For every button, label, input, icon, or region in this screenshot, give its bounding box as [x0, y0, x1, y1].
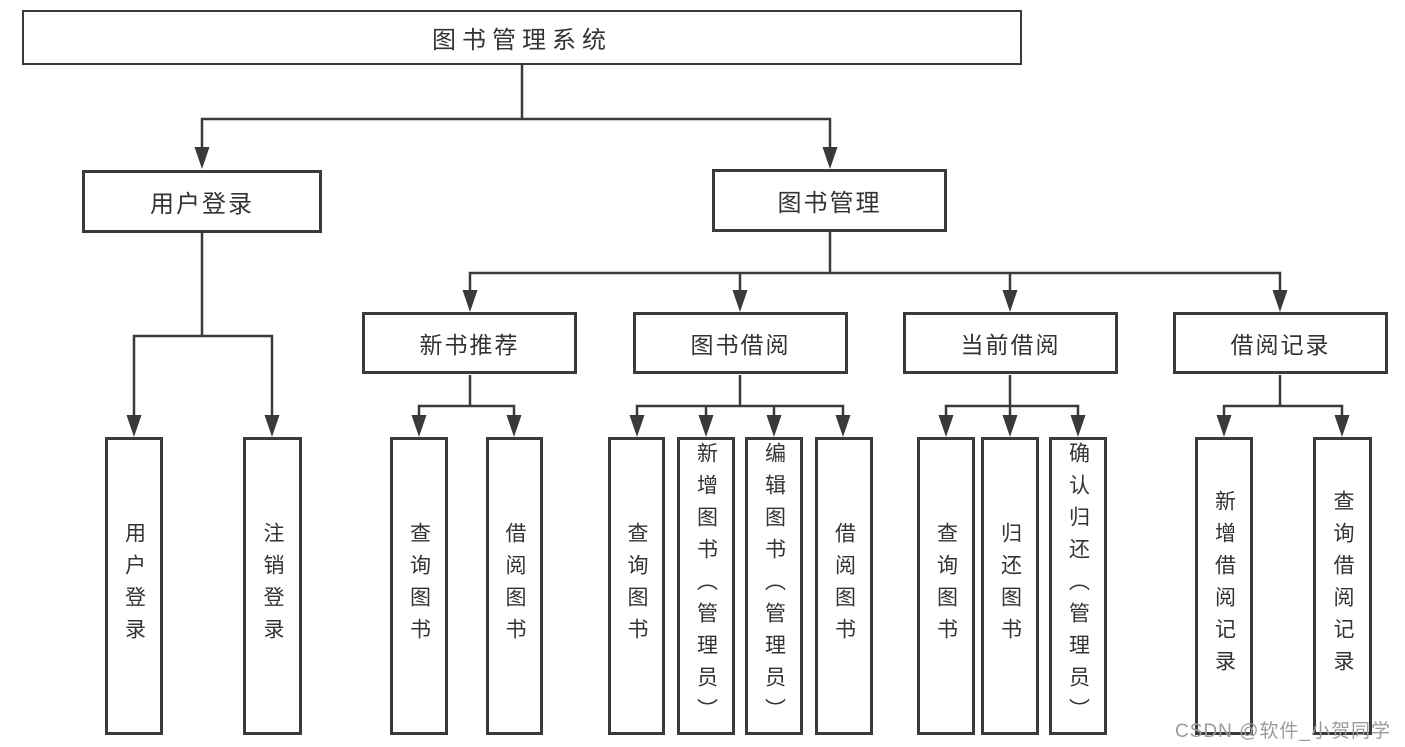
node-label: 确认归还（管理员） — [1066, 442, 1090, 730]
edge-level2-bracket — [200, 117, 832, 148]
leaf-query-borrow-record: 查询借阅记录 — [1313, 437, 1372, 735]
leaf-confirm-return-admin: 确认归还（管理员） — [1049, 437, 1107, 735]
node-label: 图书管理 — [777, 190, 882, 217]
node-label: 借阅图书 — [503, 522, 526, 650]
node-label: 图书管理系统 — [432, 27, 612, 54]
node-label: 查询图书 — [407, 522, 431, 650]
leaf-logout-login: 注销登录 — [243, 437, 302, 735]
node-label: 新增借阅记录 — [1212, 490, 1236, 682]
node-label: 新增图书（管理员） — [694, 442, 718, 730]
node-label: 当前借阅 — [960, 332, 1061, 358]
leaf-edit-books-admin: 编辑图书（管理员） — [745, 437, 803, 735]
edge-book-borrow-bracket — [635, 404, 845, 417]
node-label: 图书借阅 — [690, 332, 791, 358]
leaf-query-books: 查询图书 — [917, 437, 975, 735]
edge-records-bracket — [1222, 404, 1344, 417]
csdn-watermark: CSDN @软件_小贺同学 — [1175, 721, 1391, 742]
node-label: 查询图书 — [625, 522, 648, 650]
arrowheads — [126, 147, 1350, 437]
leaf-query-books: 查询图书 — [608, 437, 665, 735]
edge-level3-bracket — [468, 271, 1282, 291]
leaf-add-books-admin: 新增图书（管理员） — [677, 437, 735, 735]
node-label: 查询借阅记录 — [1331, 490, 1354, 682]
node-label: 借阅记录 — [1230, 332, 1331, 358]
node-label: 用户登录 — [122, 522, 146, 650]
node-label: 注销登录 — [261, 522, 284, 650]
node-label: 借阅图书 — [832, 522, 856, 650]
node-user-login: 用户登录 — [82, 170, 322, 233]
node-label: 用户登录 — [150, 191, 254, 218]
node-label: 新书推荐 — [419, 332, 520, 358]
leaf-return-books: 归还图书 — [981, 437, 1039, 735]
leaf-add-borrow-record: 新增借阅记录 — [1195, 437, 1253, 735]
node-label: 编辑图书（管理员） — [762, 442, 786, 730]
node-library-management-system: 图书管理系统 — [22, 10, 1022, 65]
leaf-borrow-books: 借阅图书 — [486, 437, 543, 735]
node-borrowing-records: 借阅记录 — [1173, 312, 1388, 374]
node-label: 查询图书 — [934, 522, 958, 650]
leaf-user-login: 用户登录 — [105, 437, 163, 735]
edge-new-book-bracket — [417, 404, 516, 417]
edge-current-borrow-bracket — [944, 404, 1080, 417]
node-new-book-recommend: 新书推荐 — [362, 312, 577, 374]
node-label: 归还图书 — [998, 522, 1022, 650]
leaf-borrow-books: 借阅图书 — [815, 437, 873, 735]
node-book-management: 图书管理 — [712, 169, 947, 232]
leaf-query-books: 查询图书 — [390, 437, 448, 735]
edge-user-login-bracket — [132, 334, 274, 417]
node-book-borrowing: 图书借阅 — [633, 312, 848, 374]
node-current-borrowing: 当前借阅 — [903, 312, 1118, 374]
